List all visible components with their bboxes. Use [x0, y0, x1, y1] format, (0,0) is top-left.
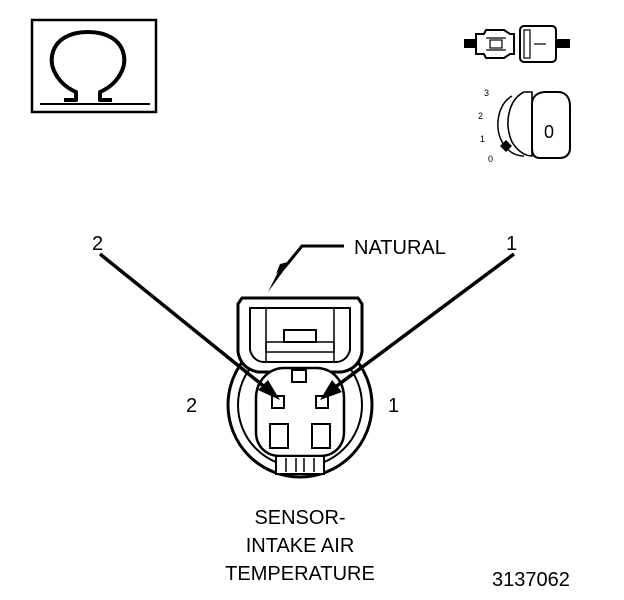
disconnected-connector-icon — [464, 25, 570, 63]
key-label: 0 — [544, 122, 554, 142]
ohm-meter-symbol — [30, 18, 158, 114]
ohm-icon — [49, 30, 127, 102]
figure-number: 3137062 — [492, 569, 570, 591]
natural-callout: NATURAL — [268, 237, 446, 292]
caption-line-3: TEMPERATURE — [225, 563, 375, 585]
connector-face — [226, 296, 374, 479]
key-position-3: 3 — [484, 88, 489, 98]
tab-latch — [283, 329, 317, 343]
natural-label: NATURAL — [354, 237, 446, 259]
pin1-outer-label: 1 — [506, 233, 517, 255]
key-position-2: 2 — [478, 111, 483, 121]
terminal-pin-2 — [271, 395, 285, 409]
wire-exit — [275, 455, 325, 475]
caption-line-2: INTAKE AIR — [246, 535, 355, 557]
caption-line-1: SENSOR- — [254, 507, 345, 529]
keying-rib — [291, 369, 307, 383]
pin1-leader: 1 — [320, 233, 517, 400]
key-position-0: 0 — [488, 154, 493, 164]
ohm-symbol-frame — [30, 18, 158, 114]
key-position-1: 1 — [480, 134, 485, 144]
pin2-inner-label: 2 — [186, 395, 197, 417]
ignition-key-icon: 3 2 1 0 0 — [478, 88, 571, 164]
terminal-pin-1 — [315, 395, 329, 409]
component-caption: SENSOR- INTAKE AIR TEMPERATURE — [225, 507, 375, 585]
pin2-leader: 2 — [92, 233, 280, 400]
pin2-outer-label: 2 — [92, 233, 103, 255]
pin1-inner-label: 1 — [388, 395, 399, 417]
